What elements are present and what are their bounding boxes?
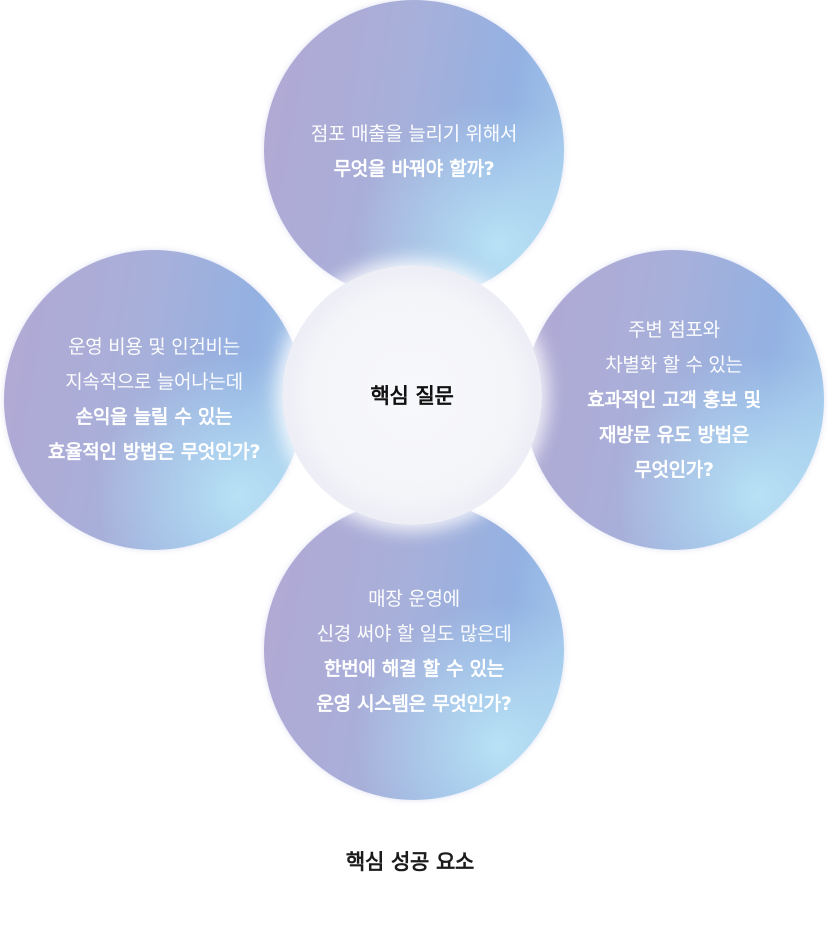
question-text-bottom: 매장 운영에 신경 써야 할 일도 많은데 한번에 해결 할 수 있는 운영 시…	[316, 582, 511, 722]
question-line-emphasis: 무엇을 바꿔야 할까?	[333, 158, 495, 180]
question-line-emphasis: 운영 시스템은 무엇인가?	[316, 693, 512, 715]
question-line-emphasis: 손익을 늘릴 수 있는	[75, 406, 233, 428]
question-circle-left: 운영 비용 및 인건비는 지속적으로 늘어나는데 손익을 늘릴 수 있는 효율적…	[4, 250, 304, 550]
diagram-caption: 핵심 성공 요소	[345, 850, 475, 874]
center-label: 핵심 질문	[370, 384, 454, 408]
question-circle-bottom: 매장 운영에 신경 써야 할 일도 많은데 한번에 해결 할 수 있는 운영 시…	[264, 500, 564, 800]
center-circle: 핵심 질문	[282, 265, 542, 525]
question-line: 지속적으로 늘어나는데	[65, 371, 243, 393]
question-line: 매장 운영에	[368, 588, 460, 610]
question-line: 운영 비용 및 인건비는	[68, 336, 240, 358]
question-circle-top: 점포 매출을 늘리기 위해서 무엇을 바꿔야 할까?	[264, 0, 564, 300]
question-line-emphasis: 재방문 유도 방법은	[598, 423, 750, 446]
question-line: 신경 써야 할 일도 많은데	[316, 623, 512, 645]
question-text-right: 주변 점포와 차별화 할 수 있는 효과적인 고객 홍보 및 재방문 유도 방법…	[587, 313, 761, 488]
question-line-emphasis: 한번에 해결 할 수 있는	[324, 658, 504, 680]
question-line-emphasis: 효율적인 방법은 무엇인가?	[47, 441, 261, 463]
question-text-top: 점포 매출을 늘리기 위해서 무엇을 바꿔야 할까?	[310, 117, 518, 187]
question-circle-right: 주변 점포와 차별화 할 수 있는 효과적인 고객 홍보 및 재방문 유도 방법…	[524, 250, 824, 550]
question-line-emphasis: 무엇인가?	[634, 458, 714, 481]
question-line: 점포 매출을 늘리기 위해서	[310, 123, 518, 145]
question-line: 주변 점포와	[628, 318, 720, 341]
question-line-emphasis: 효과적인 고객 홍보 및	[587, 388, 761, 411]
question-text-left: 운영 비용 및 인건비는 지속적으로 늘어나는데 손익을 늘릴 수 있는 효율적…	[47, 330, 261, 470]
question-line: 차별화 할 수 있는	[605, 353, 743, 376]
